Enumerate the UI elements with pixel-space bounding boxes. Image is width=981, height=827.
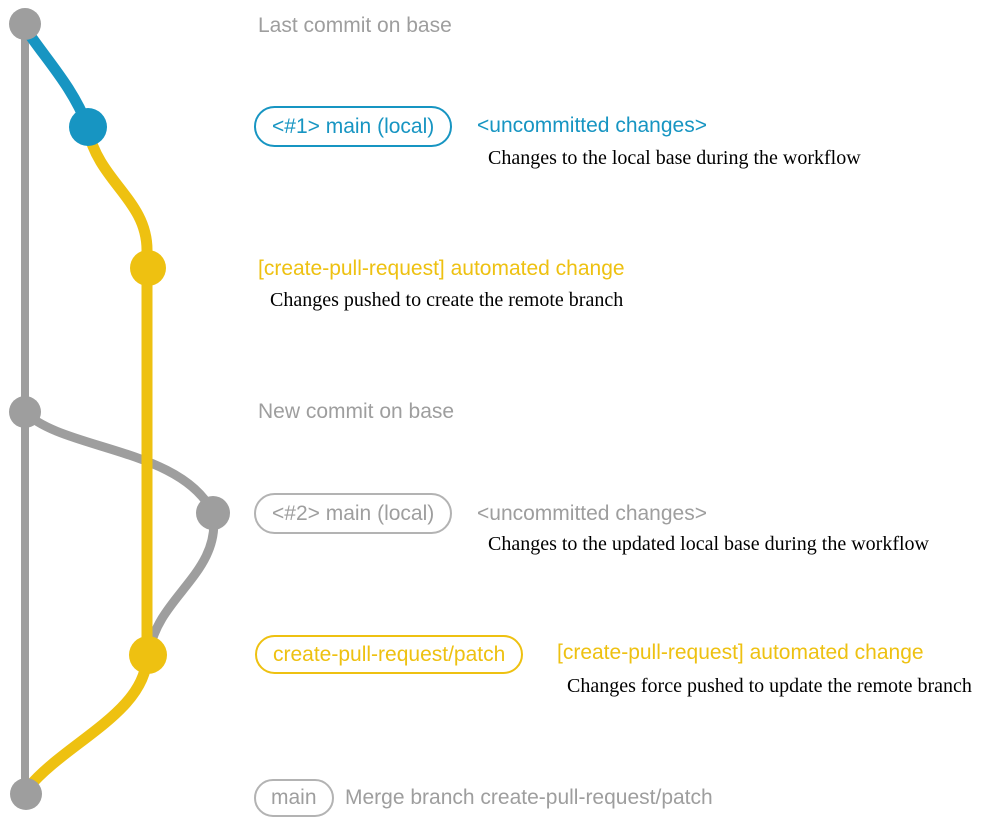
cpr1-description: Changes pushed to create the remote bran…	[270, 289, 624, 311]
main2-uncommitted-changes-tag: <uncommitted changes>	[477, 502, 707, 525]
cpr2-description: Changes force pushed to update the remot…	[567, 675, 972, 697]
patch-branch-badge-label: create-pull-request/patch	[273, 642, 506, 666]
main-branch-badge: main	[254, 779, 334, 817]
main1-branch-badge: <#1> main (local)	[254, 106, 453, 147]
commit-dot-base-top	[9, 8, 41, 40]
main2-branch-badge: <#2> main (local)	[254, 493, 453, 534]
base-to-main2-curve	[20, 407, 218, 518]
cpr2-commit-message: [create-pull-request] automated change	[557, 641, 924, 664]
last-commit-on-base-label: Last commit on base	[258, 14, 452, 37]
main-branch-badge-label: main	[271, 786, 317, 809]
commit-dot-patch2	[129, 636, 167, 674]
cpr1-commit-message: [create-pull-request] automated change	[258, 257, 625, 280]
main2-to-patch-curve	[145, 508, 219, 655]
main2-branch-badge-label: <#2> main (local)	[272, 501, 435, 525]
commit-dot-merge	[10, 778, 42, 810]
commit-dot-base-new	[9, 396, 41, 428]
commit-dot-main2	[196, 496, 230, 530]
main1-branch-badge-label: <#1> main (local)	[272, 114, 435, 138]
patch-branch-badge: create-pull-request/patch	[255, 635, 524, 674]
new-commit-on-base-label: New commit on base	[258, 400, 455, 423]
main1-uncommitted-changes-tag: <uncommitted changes>	[477, 114, 707, 137]
main1-description: Changes to the local base during the wor…	[488, 147, 861, 169]
commit-dot-main1	[69, 108, 107, 146]
commit-dot-patch1	[130, 250, 166, 286]
merge-commit-message: Merge branch create-pull-request/patch	[345, 786, 713, 809]
patch-merge-curve	[22, 649, 153, 794]
patch-branch-line	[82, 124, 153, 658]
main2-description: Changes to the updated local base during…	[488, 533, 929, 555]
